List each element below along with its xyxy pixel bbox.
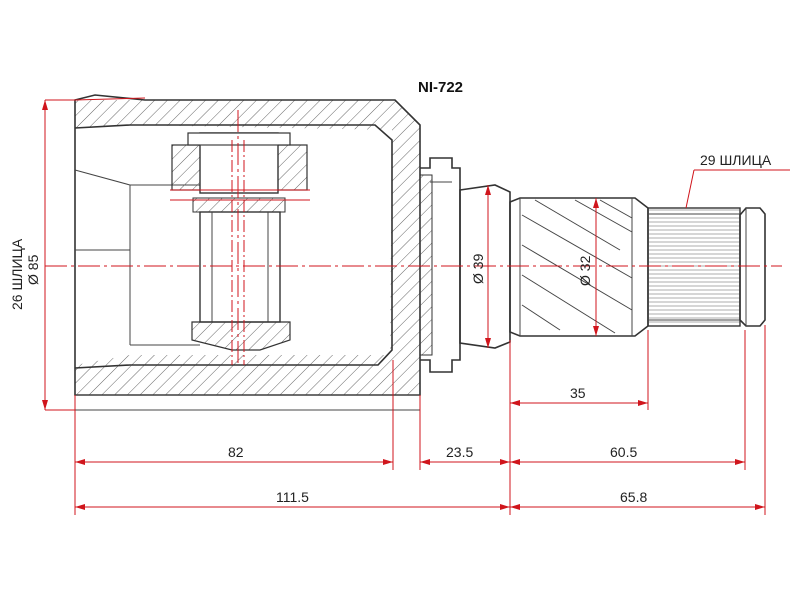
outer-diameter-label: Ø 85 xyxy=(25,254,41,285)
dimension-82: 82 xyxy=(228,444,244,460)
neck-hatched xyxy=(419,174,433,356)
housing xyxy=(74,94,421,411)
dimension-111-5: 111.5 xyxy=(276,489,309,505)
needle-bearing xyxy=(199,211,281,323)
inner-spline-label: 29 ШЛИЦА xyxy=(700,152,772,168)
stub-shaft xyxy=(459,184,766,349)
neck-flange xyxy=(419,157,461,373)
diameter-39-label: Ø 39 xyxy=(470,253,486,284)
lower-roller-hatched xyxy=(191,321,291,351)
dimension-lines xyxy=(42,97,790,515)
dimension-65-8: 65.8 xyxy=(620,489,647,505)
dimension-23-5: 23.5 xyxy=(446,444,473,460)
dimension-35: 35 xyxy=(570,385,586,401)
helical-grooves xyxy=(521,199,633,334)
tripod-bearing xyxy=(170,110,310,365)
diameter-32-label: Ø 32 xyxy=(577,255,593,286)
spline-section xyxy=(647,207,741,327)
outer-spline-label: 26 ШЛИЦА xyxy=(9,238,25,310)
part-number-title: NI-722 xyxy=(418,79,463,96)
dimension-60-5: 60.5 xyxy=(610,444,637,460)
